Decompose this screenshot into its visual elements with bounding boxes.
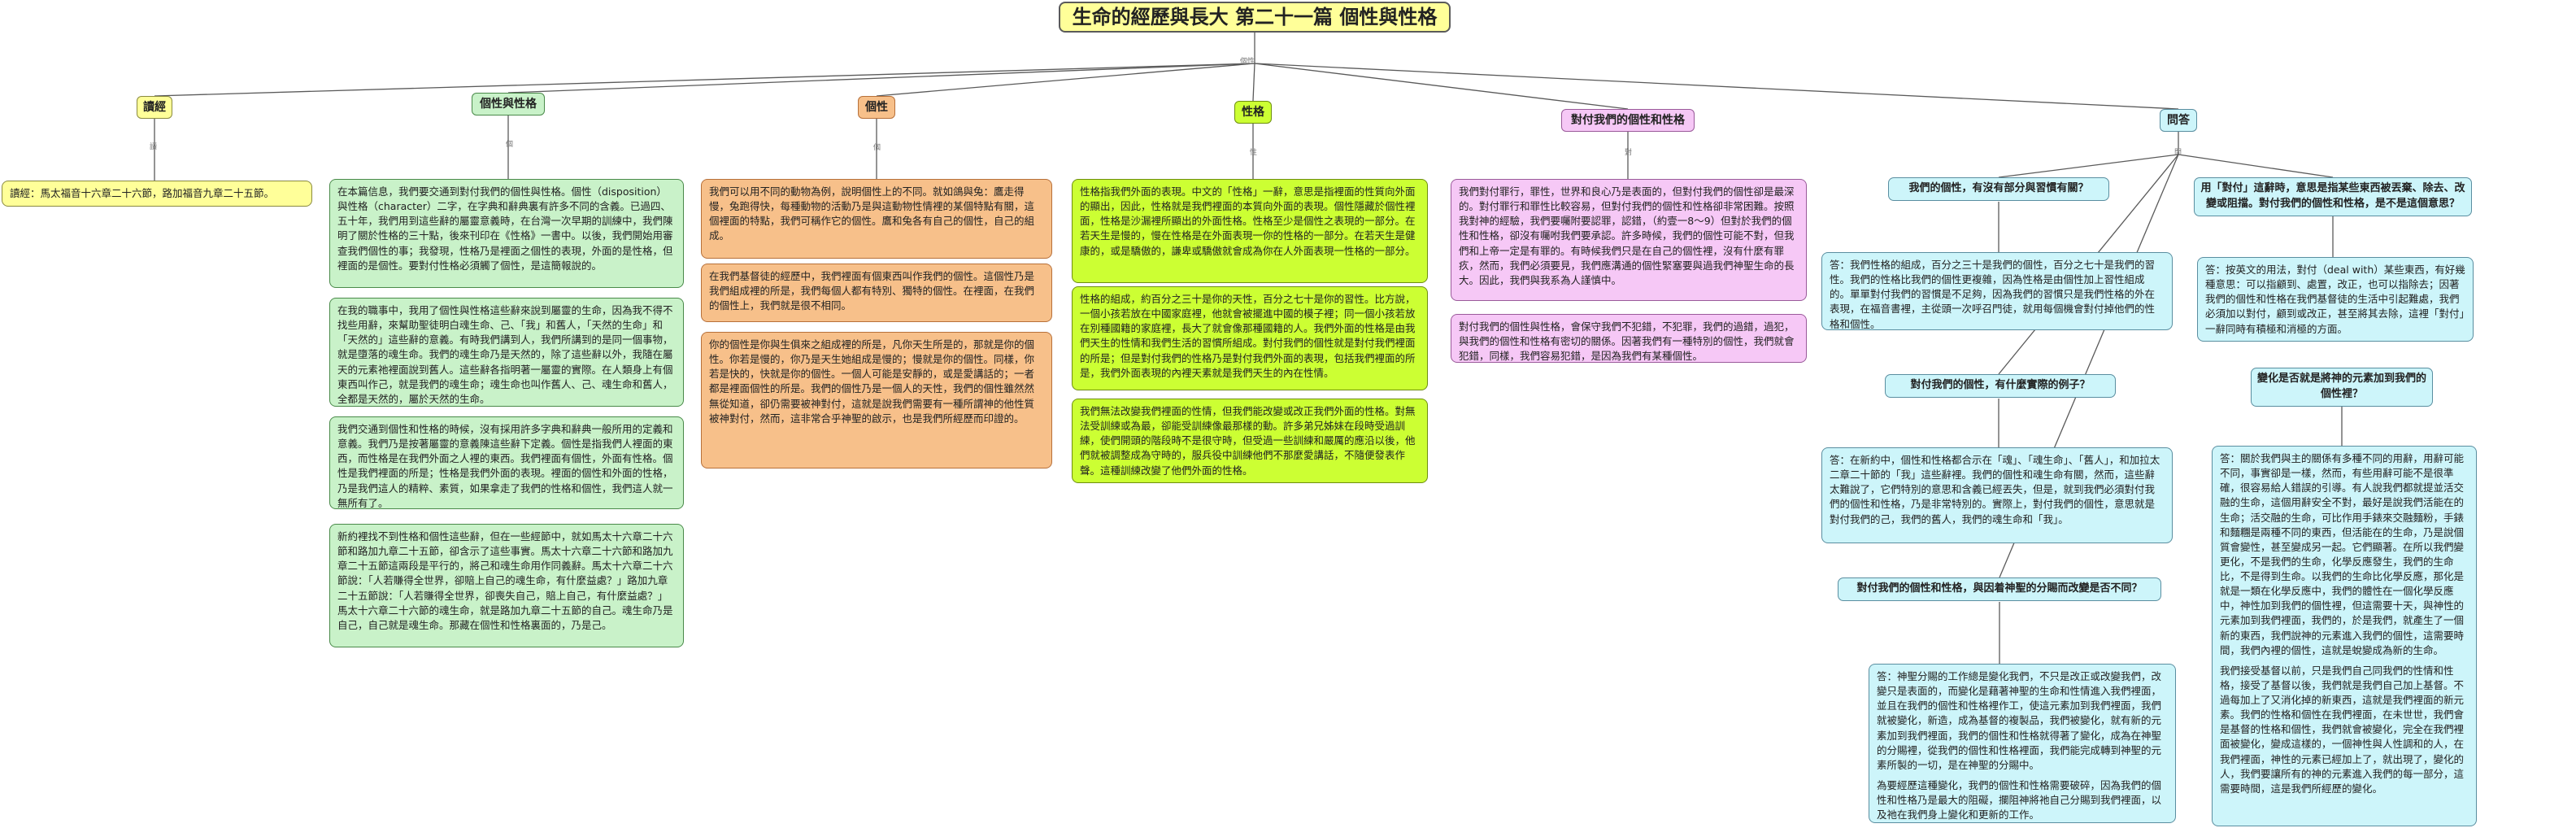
qa-answer-5-text-b: 為要經歷這種變化，我們的個性和性格需要破碎，因為我們的個性和性格乃是最大的阻礙，… [1877, 778, 2162, 821]
gx-paragraph-2: 在我們基督徒的經歷中，我們裡面有個東西叫作我們的個性。這個性乃是我們組成裡的所是… [709, 270, 1035, 312]
edge-label: 個 [506, 141, 514, 149]
connector-line [876, 63, 1255, 97]
topic-disposition-character[interactable]: 個性與性格 [472, 93, 545, 115]
qa-answer-1: 答：我們性格的組成，百分之三十是我們的個性，百分之七十是我們的習性。我們的性格比… [1821, 252, 2173, 330]
dy-card-2: 對付我們的個性與性格，會保守我們不犯錯，不犯罪，我們的過錯，過犯，與我們的個性和… [1451, 314, 1807, 363]
reading-paragraph: 讀經：馬太福音十六章二十六節，路加福音九章二十五節。 [10, 187, 275, 199]
edge-label: 對 [1625, 149, 1633, 157]
topic-dealing[interactable]: 對付我們的個性和性格 [1561, 109, 1695, 132]
topic-reading[interactable]: 讀經 [137, 96, 172, 119]
gxxg-card-4: 新約裡找不到性格和個性這些辭，但在一些經節中，就如馬太十六章二十六節和路加九章二… [329, 524, 684, 647]
qa-question-3[interactable]: 用「對付」這辭時，意思是指某些東西被丟棄、除去、改變或阻擋。對付我們的個性和性格… [2194, 177, 2472, 216]
qa-answer-5: 答：神聖分賜的工作總是變化我們，不只是改正或改變我們，改變只是表面的，而變化是藉… [1869, 664, 2176, 823]
dy-card-1: 我們對付罪行，罪性，世界和良心乃是表面的，但對付我們的個性卻是最深的。對付罪行和… [1451, 179, 1807, 301]
connector-line [507, 63, 1255, 94]
connector-line [2178, 154, 2334, 178]
topic-qa[interactable]: 問答 [2160, 109, 2197, 132]
gx-card-3: 你的個性是你與生俱來之組成裡的所是，凡你天生所是的，那就是你的個性。你若是慢的，… [701, 332, 1052, 468]
reading-text: 讀經：馬太福音十六章二十六節，路加福音九章二十五節。 [2, 181, 312, 207]
qa-answer-4-text: 答：關於我們與主的關係有多種不同的用辭，用辭可能不同，事實卻是一樣，然而，有些用… [2220, 452, 2465, 656]
gxxg-paragraph-1: 在本篇信息，我們要交通到對付我們的個性與性格。個性（disposition）與性… [337, 185, 673, 272]
gxxg-card-2: 在我的職事中，我用了個性與性格這些辭來說到屬靈的生命，因為我不得不找些用辭，來幫… [329, 298, 684, 407]
qa-answer-5-text: 答：神聖分賜的工作總是變化我們，不只是改正或改變我們，改變只是表面的，而變化是藉… [1877, 670, 2162, 771]
qa-answer-4-text-b: 我們接受基督以前，只是我們自己同我們的性情和性格，接受了基督以後，我們就是我們自… [2220, 664, 2465, 795]
xg-paragraph-3: 我們無法改變我們裡面的性情，但我們能改變或改正我們外面的性格。對無法受訓練或為最… [1080, 405, 1416, 477]
gx-card-2: 在我們基督徒的經歷中，我們裡面有個東西叫作我們的個性。這個性乃是我們組成裡的所是… [701, 264, 1052, 322]
dy-paragraph-1: 我們對付罪行，罪性，世界和良心乃是表面的，但對付我們的個性卻是最深的。對付罪行和… [1459, 185, 1795, 286]
qa-answer-3: 答：按英文的用法，對付（deal with）某些東西，有好幾種意思：可以指顧到、… [2197, 257, 2474, 342]
gxxg-card-1: 在本篇信息，我們要交通到對付我們的個性與性格。個性（disposition）與性… [329, 179, 684, 288]
qa-answer-3-text: 答：按英文的用法，對付（deal with）某些東西，有好幾種意思：可以指顧到、… [2205, 264, 2465, 335]
gxxg-paragraph-2: 在我的職事中，我用了個性與性格這些辭來說到屬靈的生命，因為我不得不找些用辭，來幫… [337, 304, 673, 405]
edge-label: 讀 [150, 143, 158, 151]
qa-question-2[interactable]: 對付我們的個性，有什麼實際的例子？ [1885, 374, 2116, 398]
connector-line [1254, 63, 2179, 110]
topic-disposition[interactable]: 個性 [858, 96, 895, 119]
edge-label: 問 [2174, 149, 2182, 157]
connector-line [154, 63, 1255, 97]
edge-label: 性 [1250, 149, 1258, 157]
gxxg-card-3: 我們交通到個性和性格的時候，沒有採用許多字典和辭典一般所用的定義和意義。我們乃是… [329, 416, 684, 509]
qa-question-4[interactable]: 變化是否就是將神的元素加到我們的個性裡？ [2251, 368, 2433, 407]
qa-question-5[interactable]: 對付我們的個性和性格，與因着神聖的分賜而改變是否不同？ [1838, 577, 2161, 601]
xg-card-2: 性格的組成，約百分之三十是你的天性，百分之七十是你的習性。比方說，一個小孩若放在… [1072, 286, 1428, 390]
map-title: 生命的經歷與長大 第二十一篇 個性與性格 [1059, 2, 1451, 33]
xg-card-3: 我們無法改變我們裡面的性情，但我們能改變或改正我們外面的性格。對無法受訓練或為最… [1072, 399, 1428, 483]
gx-paragraph-3: 你的個性是你與生俱來之組成裡的所是，凡你天生所是的，那就是你的個性。你若是慢的，… [709, 338, 1035, 425]
root-label: 個性 [1240, 58, 1255, 66]
gxxg-paragraph-4: 新約裡找不到性格和個性這些辭，但在一些經節中，就如馬太十六章二十六節和路加九章二… [337, 530, 673, 631]
topic-character[interactable]: 性格 [1234, 101, 1272, 124]
xg-card-1: 性格指我們外面的表現。中文的「性格」一辭，意思是指裡面的性質向外面的顯出，因此，… [1072, 179, 1428, 283]
connector-line [1998, 154, 2179, 178]
qa-answer-1-text: 答：我們性格的組成，百分之三十是我們的個性，百分之七十是我們的習性。我們的性格比… [1830, 259, 2156, 330]
xg-paragraph-2: 性格的組成，約百分之三十是你的天性，百分之七十是你的習性。比方說，一個小孩若放在… [1080, 293, 1416, 379]
xg-paragraph-1: 性格指我們外面的表現。中文的「性格」一辭，意思是指裡面的性質向外面的顯出，因此，… [1080, 185, 1416, 257]
qa-answer-4: 答：關於我們與主的關係有多種不同的用辭，用辭可能不同，事實卻是一樣，然而，有些用… [2212, 446, 2477, 826]
dy-paragraph-2: 對付我們的個性與性格，會保守我們不犯錯，不犯罪，我們的過錯，過犯，與我們的個性和… [1459, 320, 1795, 363]
gxxg-paragraph-3: 我們交通到個性和性格的時候，沒有採用許多字典和辭典一般所用的定義和意義。我們乃是… [337, 423, 673, 509]
connector-line [1254, 63, 1629, 110]
gx-paragraph-1: 我們可以用不同的動物為例，說明個性上的不同。就如鴿與兔：鷹走得慢，兔跑得快，每種… [709, 185, 1035, 242]
qa-answer-2: 答：在新約中，個性和性格都合示在「魂」、「魂生命」、「舊人」，和加拉太二章二十節… [1821, 447, 2173, 543]
edge-label: 個 [873, 144, 881, 152]
qa-question-1[interactable]: 我們的個性，有沒有部分與習慣有關？ [1888, 177, 2109, 201]
qa-answer-2-text: 答：在新約中，個性和性格都合示在「魂」、「魂生命」、「舊人」，和加拉太二章二十節… [1830, 454, 2160, 525]
gx-card-1: 我們可以用不同的動物為例，說明個性上的不同。就如鴿與兔：鷹走得慢，兔跑得快，每種… [701, 179, 1052, 259]
connector-line [1252, 63, 1255, 102]
